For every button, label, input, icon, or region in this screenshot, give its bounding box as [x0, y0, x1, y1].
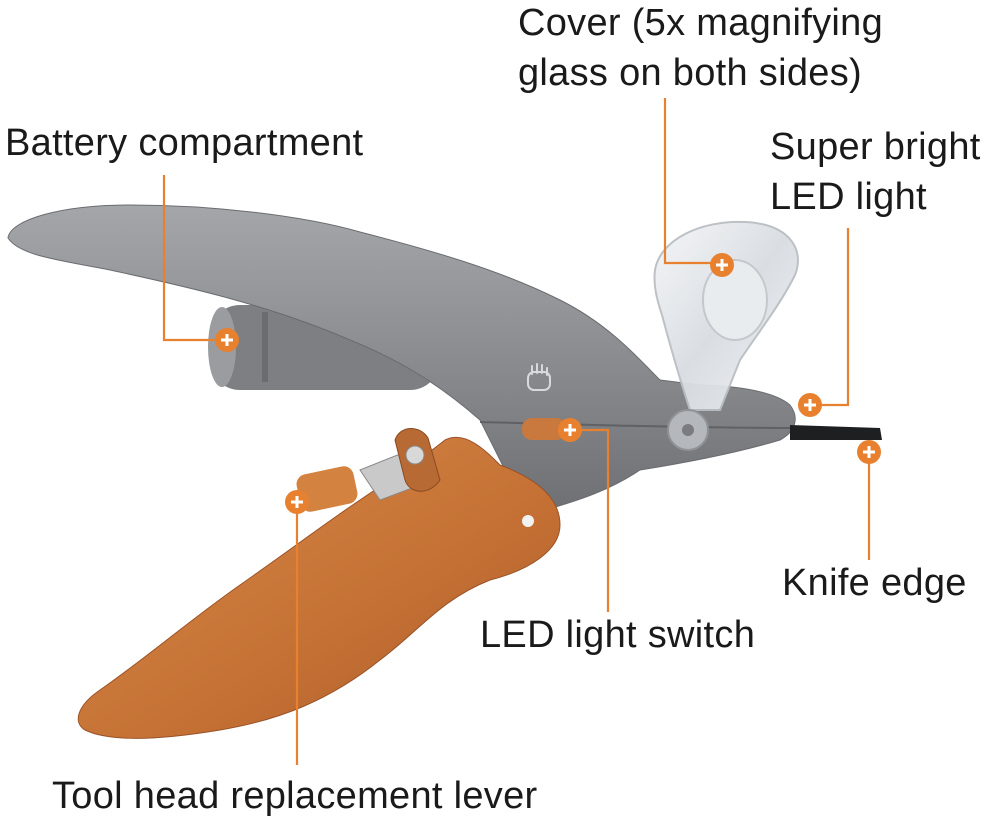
label-knife-line1: Knife edge — [782, 562, 967, 604]
led-switch — [522, 418, 566, 440]
lever-bracket — [359, 428, 534, 527]
plus-marker-icon — [285, 490, 309, 514]
label-knife: Knife edge — [782, 558, 967, 608]
label-cover: Cover (5x magnifying glass on both sides… — [518, 0, 883, 98]
leader-lines — [162, 98, 871, 765]
plus-marker-icon — [798, 393, 822, 417]
label-battery: Battery compartment — [5, 118, 363, 168]
label-lever-line1: Tool head replacement lever — [52, 775, 538, 817]
plus-marker-icon — [215, 328, 239, 352]
label-led-light-line1: Super bright — [770, 126, 981, 168]
label-cover-line2: glass on both sides) — [518, 52, 862, 94]
label-led-switch: LED light switch — [480, 610, 755, 660]
label-led-switch-line1: LED light switch — [480, 614, 756, 656]
label-lever: Tool head replacement lever — [52, 771, 538, 821]
lower-handle — [77, 436, 561, 739]
plus-marker-icon — [710, 253, 734, 277]
label-battery-line1: Battery compartment — [5, 122, 364, 164]
label-led-light-line2: LED light — [770, 176, 927, 218]
plus-markers — [215, 253, 881, 514]
lever-tab — [296, 466, 358, 512]
hand-icon — [527, 363, 551, 391]
magnifier-cover — [653, 220, 799, 451]
upper-body — [7, 204, 796, 511]
plus-marker-icon — [857, 440, 881, 464]
knife-blade — [790, 425, 882, 440]
plus-marker-icon — [558, 418, 582, 442]
label-cover-line1: Cover (5x magnifying — [518, 2, 884, 44]
label-led-light: Super bright LED light — [770, 122, 981, 222]
